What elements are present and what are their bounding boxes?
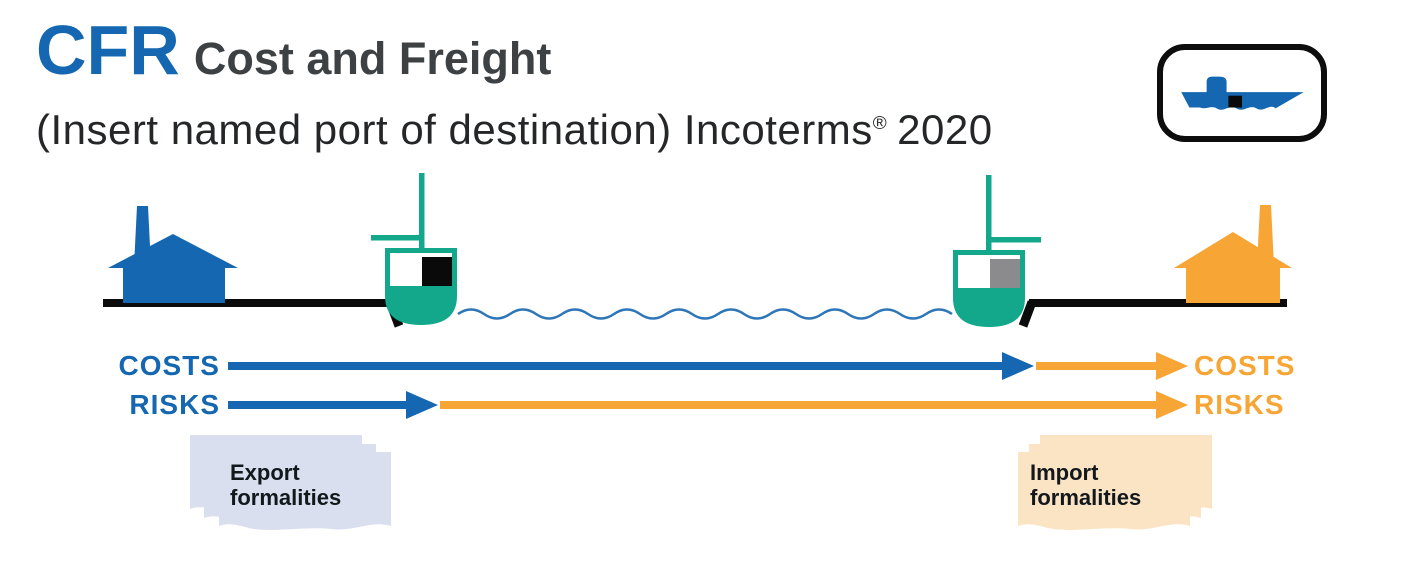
origin-ground-line — [103, 299, 389, 307]
factory-roof — [108, 234, 238, 268]
origin-crane-arm — [371, 235, 421, 241]
destination-ship-icon — [953, 175, 1041, 327]
destination-crane-mast — [986, 175, 992, 260]
transport-mode-badge — [1157, 44, 1327, 142]
destination-ground-line — [1029, 299, 1287, 307]
warehouse-body — [1186, 262, 1280, 303]
origin-ship-container-loaded — [422, 257, 452, 286]
header: CFR Cost and Freight (Insert named port o… — [36, 10, 993, 154]
subtitle-text: (Insert named port of destination) Incot… — [36, 106, 873, 153]
ship-container — [1228, 95, 1242, 108]
risks-seller-arrowhead — [406, 391, 438, 419]
warehouse-roof — [1174, 232, 1292, 268]
costs-label-right: COSTS — [1194, 350, 1296, 381]
page-title: CFR Cost and Freight — [36, 10, 993, 90]
costs-label-left: COSTS — [118, 350, 220, 381]
destination-crane-arm — [991, 237, 1041, 243]
factory-body — [123, 262, 225, 303]
export-formalities-label: Export formalities — [230, 460, 342, 510]
risks-buyer-segment — [440, 401, 1156, 409]
costs-seller-arrowhead — [1002, 352, 1034, 380]
risks-label-right: RISKS — [1194, 389, 1285, 420]
incoterm-name: Cost and Freight — [193, 33, 552, 84]
incoterm-year: 2020 — [897, 106, 993, 153]
costs-buyer-arrowhead — [1156, 352, 1188, 380]
costs-arrow — [228, 352, 1188, 380]
costs-buyer-segment — [1036, 362, 1156, 370]
risks-seller-segment — [228, 401, 406, 409]
risks-arrow — [228, 391, 1188, 419]
cargo-ship-icon — [1181, 76, 1304, 110]
destination-ship-container-unloading — [990, 259, 1020, 288]
sea-wave-line — [457, 308, 953, 320]
risks-buyer-arrowhead — [1156, 391, 1188, 419]
origin-ship-icon — [371, 173, 457, 325]
buyer-warehouse-icon — [1174, 205, 1292, 303]
incoterm-subtitle: (Insert named port of destination) Incot… — [36, 106, 993, 154]
incoterm-code: CFR — [36, 11, 180, 89]
seller-factory-icon — [108, 206, 238, 303]
import-formalities-label: Import formalities — [1030, 460, 1142, 510]
ship-hull — [1181, 92, 1304, 110]
costs-seller-segment — [228, 362, 1002, 370]
risks-label-left: RISKS — [129, 389, 220, 420]
origin-crane-mast — [419, 173, 425, 258]
registered-trademark-symbol: ® — [872, 113, 888, 134]
ship-cabin — [1206, 76, 1227, 94]
